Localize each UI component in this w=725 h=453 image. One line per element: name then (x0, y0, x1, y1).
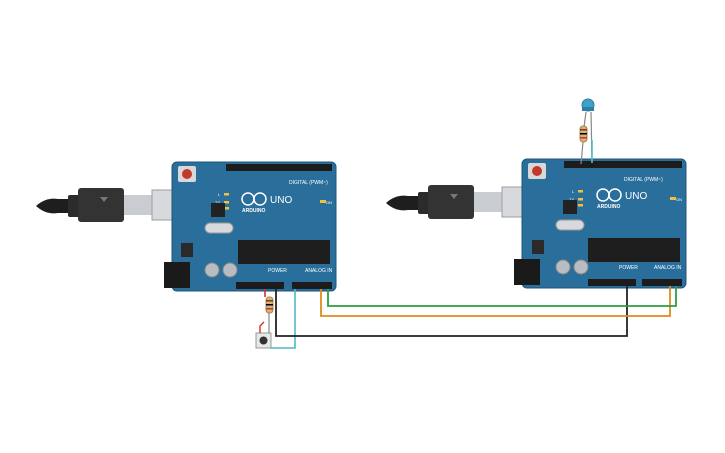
model-label: UNO (270, 195, 292, 206)
barrel-jack[interactable] (164, 262, 190, 288)
voltage-regulator (181, 243, 193, 257)
l-label: L (572, 189, 575, 194)
usb-icon (100, 197, 108, 202)
analog-label: ANALOG IN (305, 268, 333, 274)
tx-led (578, 198, 583, 201)
on-label: ON (676, 197, 682, 202)
arduino-uno-right[interactable]: DIGITAL (PWM~) ARDUINO UNO L TX RX ON PO… (514, 158, 687, 289)
brand-label: ARDUINO (242, 208, 265, 214)
atmega-chip (588, 238, 680, 262)
analog-header[interactable] (642, 279, 682, 286)
wire-red-button[interactable] (259, 321, 265, 333)
l-label: L (218, 192, 221, 197)
digital-label: DIGITAL (PWM~) (624, 177, 663, 183)
power-header[interactable] (588, 279, 636, 286)
arduino-logo (596, 188, 622, 202)
capacitor (204, 262, 220, 278)
wire-black-gnd[interactable] (275, 286, 628, 337)
button-resistor[interactable] (265, 296, 274, 314)
usb-icon (450, 194, 458, 199)
power-header[interactable] (236, 282, 284, 289)
usb-chip (211, 203, 225, 217)
capacitor (222, 262, 238, 278)
on-led (320, 200, 326, 203)
wire-green[interactable] (327, 286, 677, 307)
crystal (204, 222, 234, 234)
rx-led (224, 207, 229, 210)
analog-header[interactable] (292, 282, 332, 289)
power-label: POWER (619, 265, 638, 271)
tx-label: TX (215, 200, 220, 205)
arduino-uno-left[interactable]: DIGITAL (PWM~) ARDUINO UNO L TX RX ON (164, 161, 337, 292)
l-led (224, 193, 229, 196)
on-led (670, 197, 676, 200)
l-led (578, 190, 583, 193)
digital-label: DIGITAL (PWM~) (289, 180, 328, 186)
model-label: UNO (625, 191, 647, 202)
voltage-regulator (532, 240, 544, 254)
tx-label: TX (569, 197, 574, 202)
crystal (555, 219, 585, 231)
usb-chip (563, 200, 577, 214)
capacitor (573, 259, 589, 275)
brand-label: ARDUINO (597, 204, 620, 210)
led-component[interactable] (581, 98, 595, 163)
arduino-logo (241, 192, 267, 206)
pushbutton[interactable] (255, 332, 272, 349)
led-resistor[interactable] (579, 125, 588, 165)
digital-header[interactable] (564, 161, 682, 168)
on-label: ON (326, 200, 332, 205)
capacitor (555, 259, 571, 275)
wire-orange[interactable] (320, 286, 671, 317)
tx-led (224, 201, 229, 204)
analog-label: ANALOG IN (654, 265, 682, 271)
rx-led (578, 204, 583, 207)
atmega-chip (238, 240, 330, 264)
wire-teal[interactable] (270, 289, 296, 349)
digital-header[interactable] (226, 164, 332, 171)
power-label: POWER (268, 268, 287, 274)
barrel-jack[interactable] (514, 259, 540, 285)
